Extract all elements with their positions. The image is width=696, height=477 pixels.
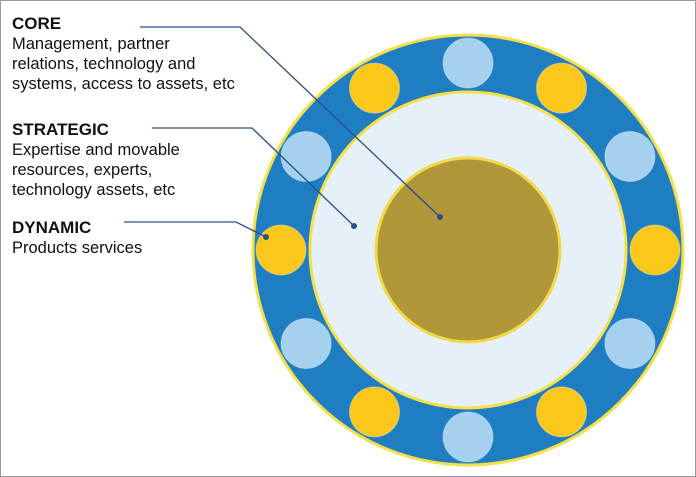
ring-dot-light xyxy=(442,37,494,89)
core-leader-line xyxy=(140,26,441,218)
strategic-heading: STRATEGIC xyxy=(12,120,109,139)
ring-dot-yellow xyxy=(629,224,681,276)
core-heading: CORE xyxy=(12,14,62,33)
ring-dot-yellow xyxy=(349,62,400,114)
strategic-leader-line xyxy=(152,127,355,227)
ring-dot-light xyxy=(442,411,494,463)
ring-dot-yellow xyxy=(536,386,587,438)
dynamic-description: Products services xyxy=(12,239,143,257)
dynamic-label-block: DYNAMIC Products services xyxy=(12,218,272,258)
ring-dot-light xyxy=(604,318,656,369)
core-leader-dot xyxy=(437,214,443,220)
ring-dots xyxy=(255,37,681,463)
core-label-block: CORE Management, partner relations, tech… xyxy=(12,14,312,94)
ring-dot-light xyxy=(280,318,332,369)
dynamic-leader-line xyxy=(124,221,267,238)
core-description: Management, partner relations, technolog… xyxy=(12,35,235,93)
strategic-description: Expertise and movable resources, experts… xyxy=(12,141,180,199)
ring-dot-light xyxy=(280,131,332,182)
ring-dot-light xyxy=(604,131,656,182)
dynamic-leader-dot xyxy=(263,234,269,240)
dynamic-heading: DYNAMIC xyxy=(12,218,92,237)
strategic-label-block: STRATEGIC Expertise and movable resource… xyxy=(12,120,272,200)
strategic-leader-dot xyxy=(351,223,357,229)
core-inner-disc xyxy=(374,156,562,344)
ring-dot-yellow xyxy=(349,386,400,438)
ring-dot-yellow xyxy=(536,62,587,114)
